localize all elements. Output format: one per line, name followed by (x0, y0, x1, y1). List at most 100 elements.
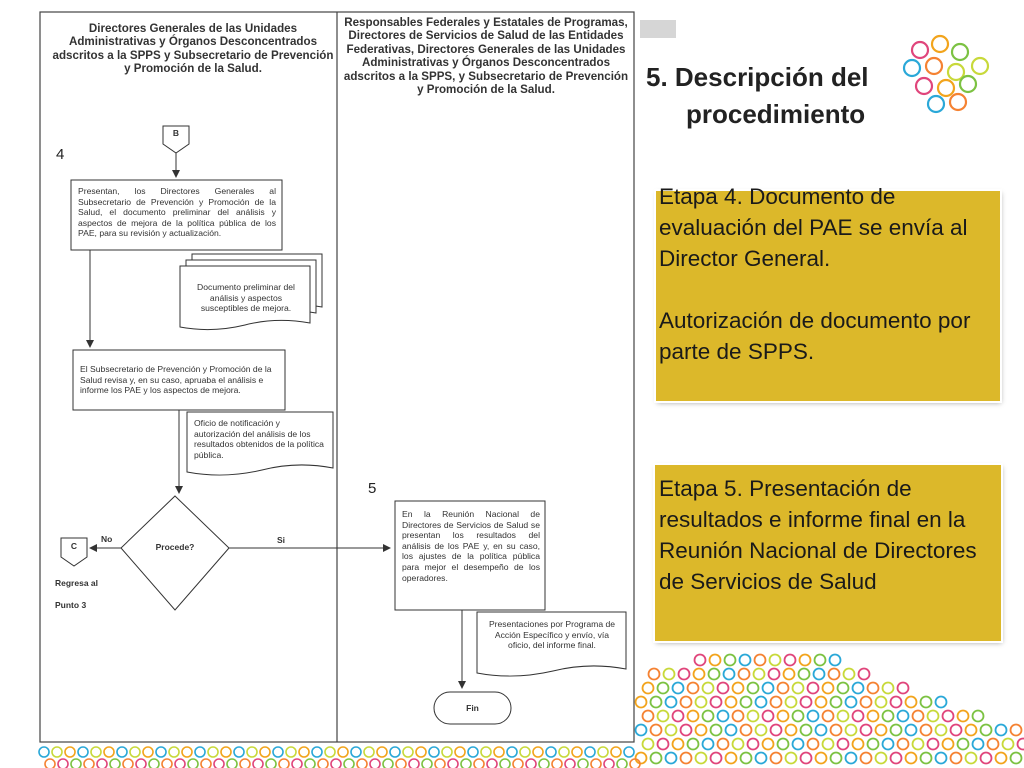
decorative-ring (806, 737, 820, 751)
decorative-ring (769, 723, 783, 737)
step-4-number: 4 (56, 146, 65, 163)
decorative-ring (767, 667, 781, 681)
decorative-ring (701, 737, 715, 751)
decorative-ring (842, 667, 856, 681)
flowchart-diagram (39, 11, 635, 743)
connector-c-label: C (70, 541, 78, 551)
decorative-ring (836, 681, 850, 695)
process-3-box (394, 500, 546, 611)
decorative-ring (910, 40, 930, 60)
decorative-ring (994, 751, 1008, 765)
decorative-ring (664, 695, 678, 709)
decorative-ring (881, 681, 895, 695)
decorative-ring (926, 737, 940, 751)
decorative-ring (844, 695, 858, 709)
decorative-ring (693, 653, 707, 667)
decorative-ring (889, 723, 903, 737)
stage-5-panel (655, 465, 1001, 641)
decorative-ring (709, 723, 723, 737)
terminator-end-label: Fin (466, 703, 479, 713)
decorative-ring (874, 723, 888, 737)
decorative-ring (679, 751, 693, 765)
decorative-ring (1016, 737, 1024, 751)
decorative-ring (1001, 737, 1015, 751)
return-label-line2: Punto 3 (55, 600, 87, 610)
decorative-ring (784, 751, 798, 765)
decorative-ring (896, 737, 910, 751)
decorative-ring (814, 751, 828, 765)
decorative-ring (649, 723, 663, 737)
decorative-ring (784, 723, 798, 737)
connector-b-label: B (172, 128, 180, 138)
decorative-ring (768, 653, 782, 667)
decorative-ring (731, 709, 745, 723)
decorative-ring (656, 737, 670, 751)
decorative-ring (904, 751, 918, 765)
decorative-ring (798, 653, 812, 667)
decorative-ring (761, 737, 775, 751)
decorative-ring (686, 709, 700, 723)
document-2-shape (186, 411, 334, 476)
decorative-ring (971, 709, 985, 723)
decorative-ring (724, 751, 738, 765)
decorative-ring (979, 723, 993, 737)
decorative-ring (806, 681, 820, 695)
decorative-ring (662, 667, 676, 681)
decorative-ring (649, 695, 663, 709)
decorative-ring (904, 723, 918, 737)
decorative-ring (664, 723, 678, 737)
decorative-ring (1009, 751, 1023, 765)
decorative-ring (709, 751, 723, 765)
decorative-ring (739, 695, 753, 709)
decorative-ring (799, 695, 813, 709)
decorative-ring (934, 695, 948, 709)
decorative-ring (797, 667, 811, 681)
decorative-ring (851, 737, 865, 751)
decorative-ring (716, 737, 730, 751)
return-label-line1: Regresa al (55, 578, 98, 588)
decorative-ring (956, 709, 970, 723)
document-3-text: Presentaciones por Programa de Acción Es… (488, 619, 616, 651)
decorative-ring (677, 667, 691, 681)
decorative-ring (859, 751, 873, 765)
decorative-ring (896, 709, 910, 723)
decorative-ring (731, 737, 745, 751)
decorative-ring (724, 695, 738, 709)
decorative-ring (746, 737, 760, 751)
decorative-ring (949, 751, 963, 765)
decorative-ring (791, 737, 805, 751)
decorative-ring (671, 737, 685, 751)
decorative-ring (679, 723, 693, 737)
decorative-ring (844, 723, 858, 737)
document-1-text: Documento preliminar del análisis y aspe… (197, 282, 295, 314)
decorative-ring (709, 695, 723, 709)
decorative-ring (731, 681, 745, 695)
decorative-ring (919, 695, 933, 709)
stage-5-text: Etapa 5. Presentación de resultados e in… (659, 476, 977, 594)
decorative-ring (958, 74, 978, 94)
decorative-ring (791, 681, 805, 695)
decorative-ring (694, 751, 708, 765)
process-3-text: En la Reunión Nacional de Directores de … (402, 509, 540, 583)
section-title-line2: procedimiento (686, 99, 866, 129)
lane-right-header: Responsables Federales y Estatales de Pr… (343, 16, 629, 97)
decorative-ring (776, 709, 790, 723)
document-2-text: Oficio de notificación y autorización de… (194, 418, 324, 460)
decision-text: Procede? (155, 542, 195, 552)
decorative-ring (904, 695, 918, 709)
decorative-ring (836, 709, 850, 723)
decorative-ring (829, 723, 843, 737)
decorative-ring (708, 653, 722, 667)
decorative-ring (836, 737, 850, 751)
decorative-ring (829, 695, 843, 709)
decorative-ring (1009, 723, 1023, 737)
decorative-ring (926, 709, 940, 723)
decorative-ring (970, 56, 990, 76)
decorative-ring (866, 709, 880, 723)
decorative-ring (812, 667, 826, 681)
decorative-ring (857, 667, 871, 681)
decorative-ring (649, 751, 663, 765)
decorative-ring (761, 681, 775, 695)
decorative-ring (776, 737, 790, 751)
decision-diamond (120, 495, 230, 611)
